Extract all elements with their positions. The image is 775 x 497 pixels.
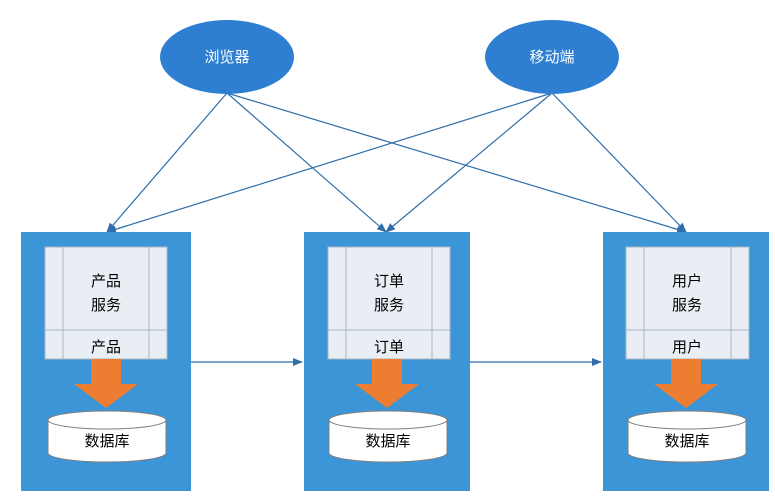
order-db-body bbox=[328, 420, 448, 463]
order-database: 数据库 bbox=[328, 410, 448, 463]
client-browser: 浏览器 bbox=[160, 20, 294, 94]
order-down-arrow bbox=[355, 359, 419, 408]
client-mobile: 移动端 bbox=[485, 20, 619, 94]
connector-mobile-product bbox=[106, 92, 553, 234]
order-service-line1: 订单 bbox=[374, 272, 404, 290]
product-panel bbox=[44, 246, 168, 360]
service-product: 产品 服务 产品 数据库 bbox=[21, 232, 191, 491]
user-panel bbox=[625, 246, 750, 360]
user-service-line1: 用户 bbox=[672, 272, 702, 290]
mobile-label: 移动端 bbox=[529, 48, 574, 66]
user-db-body bbox=[627, 420, 747, 463]
browser-ellipse bbox=[160, 20, 294, 94]
user-service-line2: 服务 bbox=[672, 296, 702, 314]
user-db-top bbox=[627, 410, 747, 430]
user-db-label: 数据库 bbox=[664, 432, 709, 450]
connector-browser-user bbox=[226, 92, 687, 234]
client-connectors bbox=[106, 92, 687, 234]
browser-label: 浏览器 bbox=[204, 48, 249, 66]
product-module-label: 产品 bbox=[91, 338, 121, 356]
connector-mobile-user bbox=[551, 92, 687, 233]
product-db-body bbox=[47, 420, 167, 463]
user-module-label: 用户 bbox=[672, 338, 702, 356]
connector-browser-product bbox=[106, 92, 228, 233]
order-panel bbox=[327, 246, 451, 360]
service-order: 订单 服务 订单 数据库 bbox=[304, 232, 470, 491]
order-service-line2: 服务 bbox=[374, 296, 404, 314]
product-database: 数据库 bbox=[47, 410, 167, 463]
mobile-ellipse bbox=[485, 20, 619, 94]
order-db-label: 数据库 bbox=[365, 432, 410, 450]
product-service-line1: 产品 bbox=[91, 272, 121, 290]
product-db-label: 数据库 bbox=[84, 432, 129, 450]
product-db-top bbox=[47, 410, 167, 430]
user-down-arrow bbox=[654, 359, 718, 408]
product-down-arrow bbox=[74, 359, 138, 408]
user-database: 数据库 bbox=[627, 410, 747, 463]
product-service-line2: 服务 bbox=[91, 296, 121, 314]
service-user: 用户 服务 用户 数据库 bbox=[603, 232, 769, 491]
connector-mobile-order bbox=[385, 92, 553, 233]
order-db-top bbox=[328, 410, 448, 430]
connector-browser-order bbox=[226, 92, 387, 233]
order-module-label: 订单 bbox=[374, 338, 404, 356]
